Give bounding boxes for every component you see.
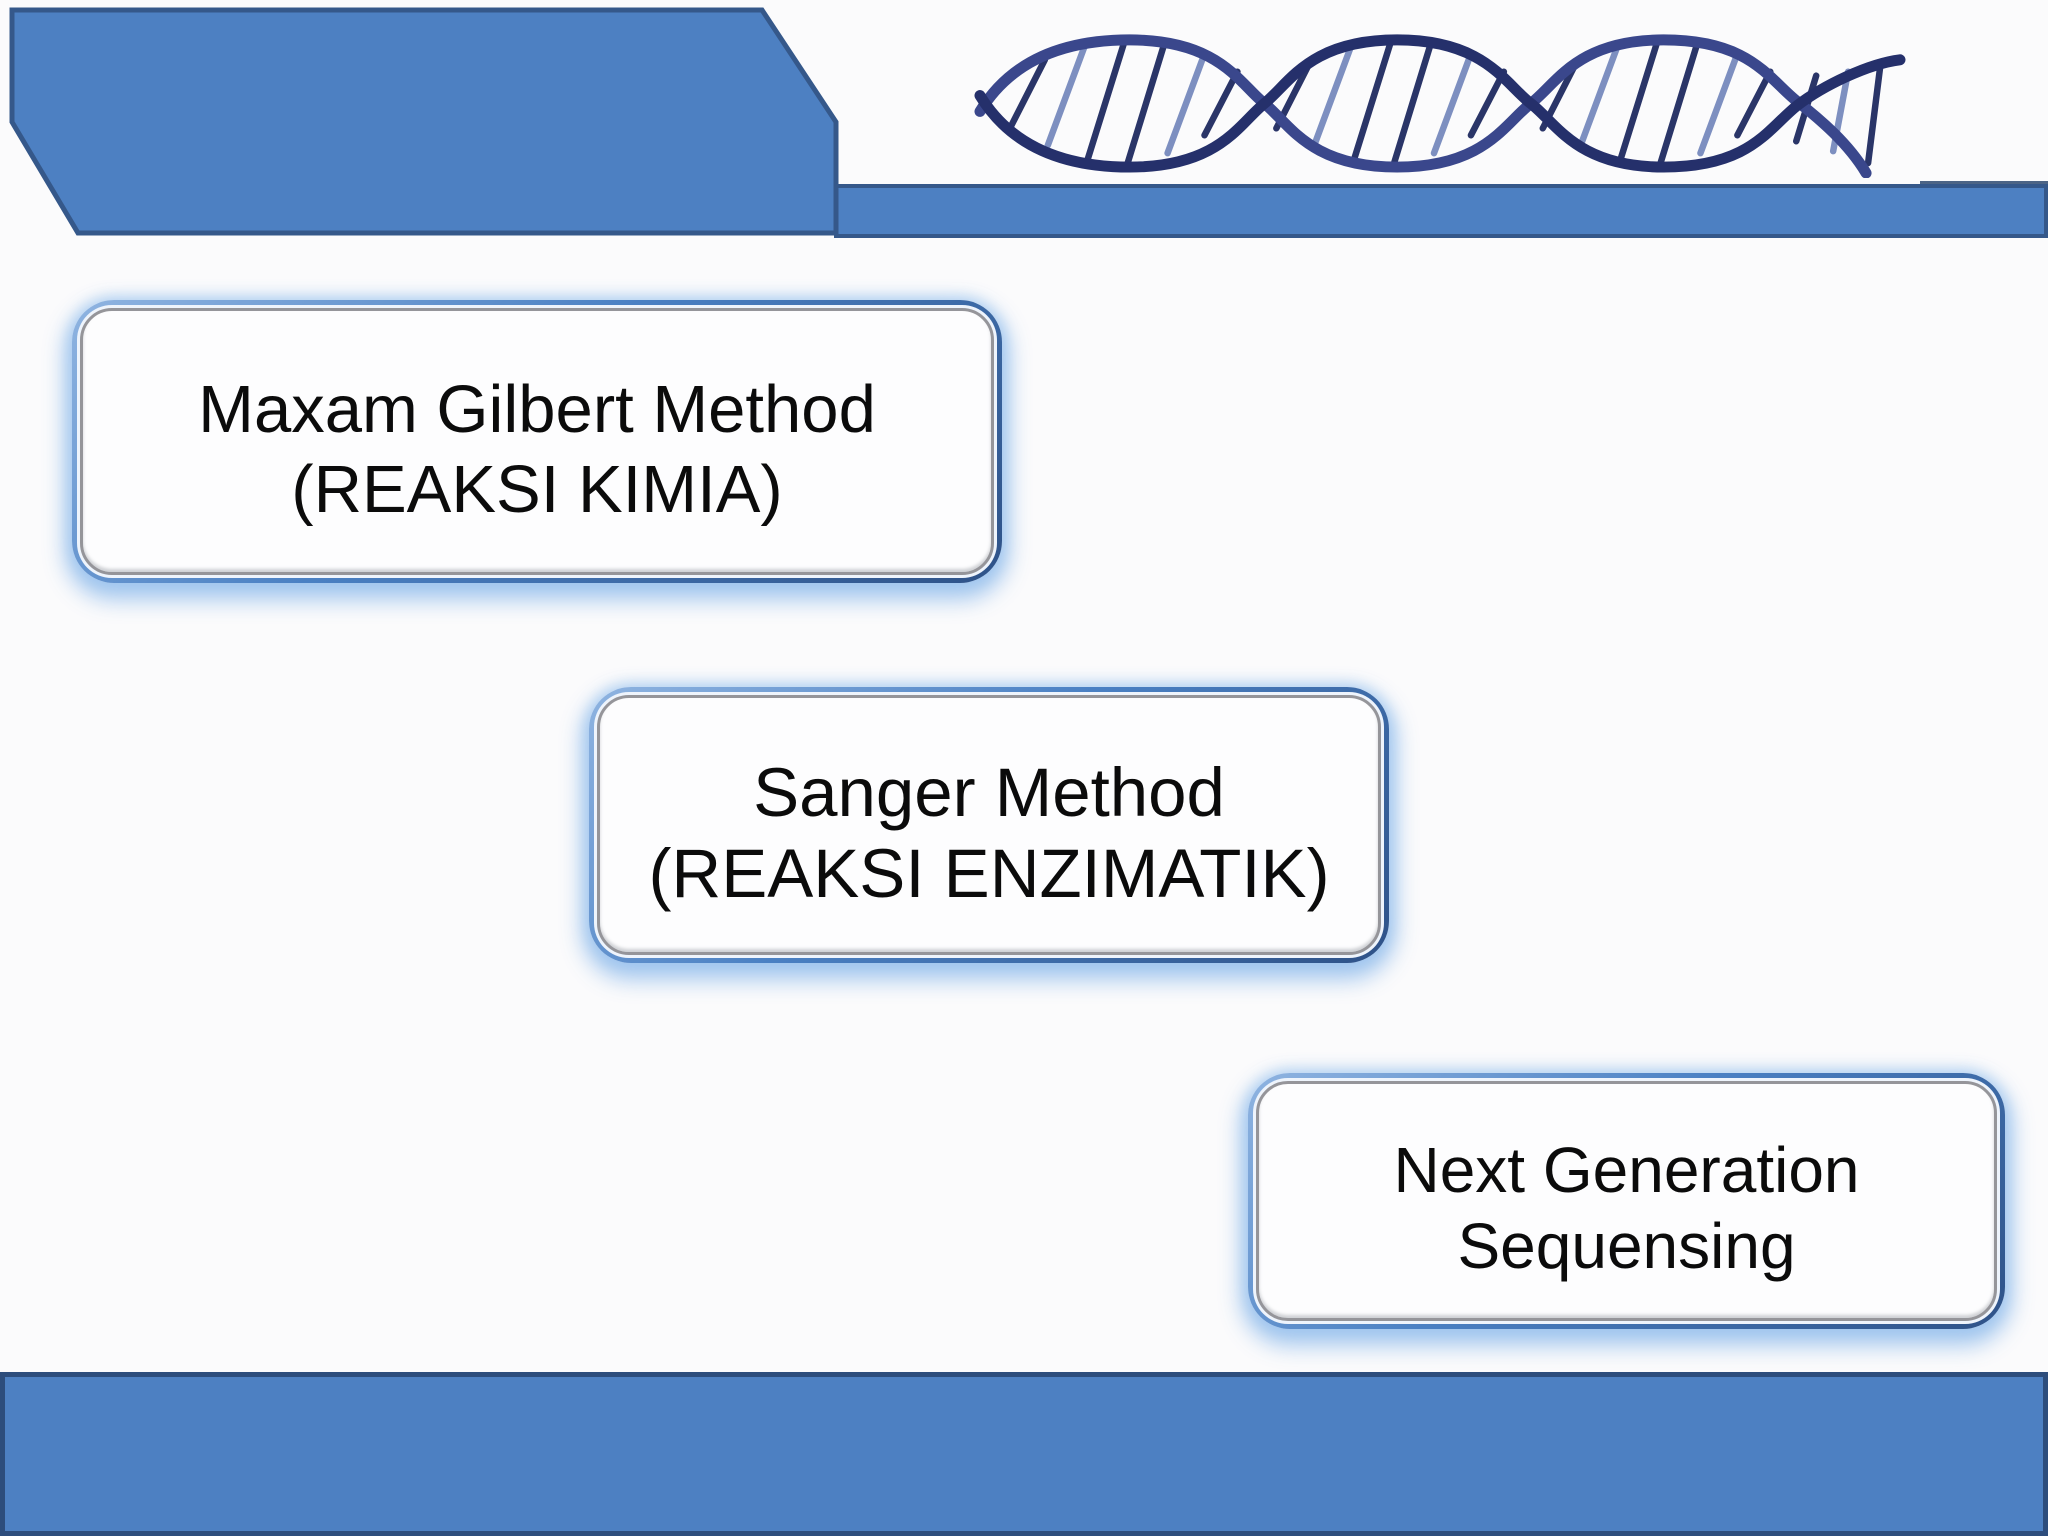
dna-strand-back — [974, 34, 1872, 178]
header-banner-shape — [9, 7, 839, 236]
header-rule-bar — [834, 184, 2048, 238]
method-box-sanger: Sanger Method (REAKSI ENZIMATIK) — [589, 687, 1389, 963]
method-box-maxam-gilbert: Maxam Gilbert Method (REAKSI KIMIA) — [72, 300, 1002, 583]
header-banner — [9, 7, 2048, 238]
method-box-next-generation-sequensing: Next Generation Sequensing — [1248, 1073, 2005, 1329]
method-box-line1: Sanger Method — [753, 753, 1225, 831]
method-box-ngs-face: Next Generation Sequensing — [1256, 1081, 1997, 1321]
method-box-sanger-face: Sanger Method (REAKSI ENZIMATIK) — [597, 695, 1381, 955]
dna-strand-front — [974, 34, 1906, 173]
method-box-line2: (REAKSI KIMIA) — [291, 451, 783, 527]
method-box-maxam-gilbert-face: Maxam Gilbert Method (REAKSI KIMIA) — [80, 308, 994, 575]
method-box-line1: Maxam Gilbert Method — [198, 372, 876, 448]
dna-helix-icon — [974, 34, 1906, 178]
method-box-line1: Next Generation — [1393, 1134, 1860, 1207]
footer-bar — [0, 1372, 2048, 1536]
method-box-line2: (REAKSI ENZIMATIK) — [648, 835, 1330, 912]
method-box-line2: Sequensing — [1457, 1210, 1796, 1282]
